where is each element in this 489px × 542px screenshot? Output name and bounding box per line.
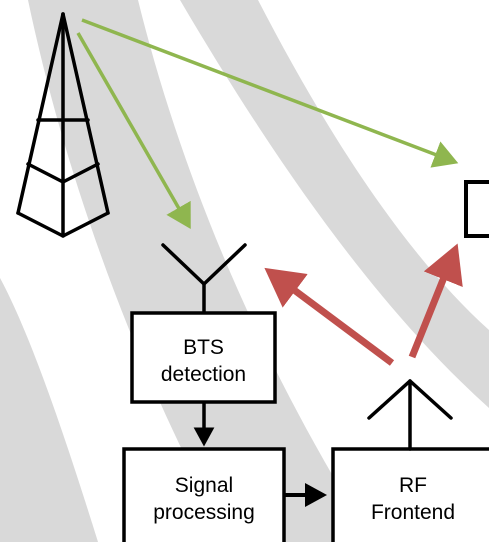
signal-processing-line1: Signal	[174, 474, 234, 497]
cell-tower-icon	[16, 12, 110, 238]
receiver-box-icon	[464, 180, 489, 238]
bts-detection-box	[130, 311, 277, 404]
gray-band-outer	[0, 278, 98, 542]
signal-processing-line2: processing	[153, 501, 255, 524]
bts-detection-line2: detection	[160, 363, 247, 386]
rf-frontend-line1: RF	[399, 474, 427, 497]
green-arrow-to-target	[81, 18, 459, 168]
signal-processing-box	[122, 447, 286, 542]
signal-processing-label: Signal processing	[124, 472, 284, 526]
gray-band-inner	[28, 0, 373, 542]
red-arrow-to-target	[408, 243, 463, 359]
bts-detection-label: BTS detection	[132, 334, 275, 388]
bts-detection-line1: BTS	[183, 336, 224, 359]
green-arrow-to-antenna	[76, 32, 191, 230]
rf-frontend-line2: Frontend	[370, 501, 456, 524]
red-arrow-to-antenna	[264, 267, 395, 366]
y-antenna-icon	[161, 243, 247, 315]
rf-frontend-box	[331, 447, 489, 542]
chevron-antenna-icon	[367, 379, 453, 451]
rf-frontend-label: RF Frontend	[333, 472, 489, 526]
gray-band-right	[180, 0, 489, 408]
